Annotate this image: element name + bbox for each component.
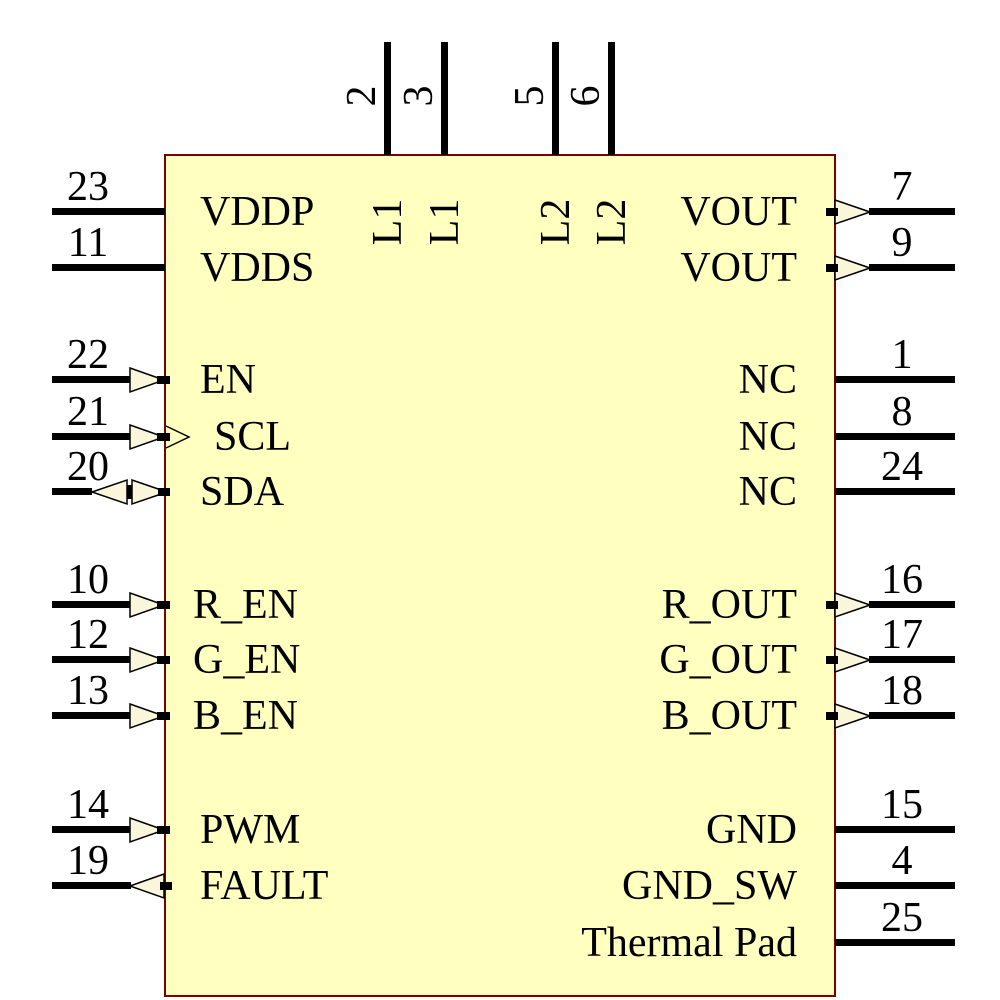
pin-wire	[52, 712, 131, 719]
pin-stub	[826, 656, 838, 664]
input-arrow-icon	[129, 423, 166, 451]
pin-wire	[835, 433, 955, 440]
pin-label-r-en: R_EN	[193, 582, 298, 628]
pin-stub	[158, 488, 170, 496]
pin-label-sda: SDA	[200, 469, 285, 515]
pin-wire	[52, 208, 165, 215]
pin-wire	[835, 939, 955, 946]
pin-number: 22	[67, 332, 109, 378]
pin-wire	[869, 601, 955, 608]
pin-wire	[52, 882, 131, 889]
pin-stub	[157, 656, 170, 664]
pin-number: 8	[891, 389, 913, 435]
pin-stub	[157, 433, 170, 441]
pin-number: 17	[881, 612, 923, 658]
pin-label-vddp: VDDP	[200, 189, 315, 235]
pin-label-l2b: L2	[589, 198, 635, 246]
pin-stub	[826, 601, 838, 609]
pin-label-gnd: GND	[706, 807, 797, 853]
pin-wire	[52, 433, 131, 440]
pin-number: 10	[67, 557, 109, 603]
pin-wire	[52, 601, 131, 608]
clock-chevron-icon	[165, 425, 191, 449]
pin-wire	[835, 376, 955, 383]
pin-label-r-out: R_OUT	[661, 582, 797, 628]
pin-wire	[608, 42, 615, 155]
pin-wire	[52, 656, 131, 663]
pin-wire	[835, 488, 955, 495]
input-arrow-icon	[129, 702, 166, 730]
output-arrow-icon	[834, 254, 871, 282]
pin-wire	[441, 42, 448, 155]
pin-wire	[52, 264, 165, 271]
pin-number: 23	[67, 164, 109, 210]
pin-number: 11	[67, 220, 109, 266]
pin-label-en: EN	[200, 357, 256, 403]
pin-label-vout2: VOUT	[680, 245, 797, 291]
pin-number: 2	[339, 85, 385, 107]
pin-number: 15	[881, 782, 923, 828]
pin-label-fault: FAULT	[200, 863, 329, 909]
pin-label-nc2: NC	[738, 414, 797, 460]
pin-number: 7	[891, 164, 913, 210]
pin-label-l1a: L1	[365, 198, 411, 246]
input-arrow-icon	[129, 591, 166, 619]
pin-wire	[869, 656, 955, 663]
pin-label-gnd-sw: GND_SW	[622, 863, 797, 909]
pin-number: 19	[67, 838, 109, 884]
pin-stub	[826, 264, 838, 272]
pin-number: 18	[881, 668, 923, 714]
pin-number: 25	[881, 895, 923, 941]
component-body	[164, 154, 836, 997]
bidirectional-arrow-icon	[90, 478, 168, 506]
input-arrow-icon	[129, 816, 166, 844]
pin-label-g-out: G_OUT	[659, 637, 797, 683]
pin-label-scl: SCL	[214, 414, 292, 460]
pin-number: 3	[396, 85, 442, 107]
pin-stub	[826, 208, 838, 216]
pin-label-l1b: L1	[422, 198, 468, 246]
pin-label-b-en: B_EN	[193, 693, 298, 739]
pin-wire	[869, 208, 955, 215]
pin-label-pwm: PWM	[200, 807, 301, 853]
pin-label-nc1: NC	[738, 357, 797, 403]
pin-number: 9	[891, 220, 913, 266]
input-arrow-icon	[129, 366, 166, 394]
pin-stub	[160, 882, 172, 890]
pin-stub	[826, 712, 838, 720]
input-arrow-icon	[129, 646, 166, 674]
pin-wire	[552, 42, 559, 155]
pin-label-g-en: G_EN	[193, 637, 301, 683]
pin-label-thermal-pad: Thermal Pad	[581, 920, 797, 966]
pin-number: 16	[881, 557, 923, 603]
pin-stub	[157, 601, 170, 609]
pin-stub	[157, 376, 170, 384]
pin-wire	[52, 826, 131, 833]
pin-number: 12	[67, 612, 109, 658]
pin-wire	[384, 42, 391, 155]
pin-number: 1	[891, 332, 913, 378]
pin-stub	[157, 712, 170, 720]
pin-label-nc3: NC	[738, 469, 797, 515]
pin-label-b-out: B_OUT	[661, 693, 797, 739]
pin-label-l2a: L2	[533, 198, 579, 246]
pin-number: 4	[891, 838, 913, 884]
pin-wire	[52, 488, 92, 495]
pin-number: 20	[67, 444, 109, 490]
pin-label-vout1: VOUT	[680, 189, 797, 235]
pin-number: 14	[67, 782, 109, 828]
pin-wire	[869, 712, 955, 719]
pin-number: 5	[507, 85, 553, 107]
pin-wire	[835, 826, 955, 833]
pin-stub	[157, 826, 170, 834]
pin-wire	[52, 376, 131, 383]
pin-wire	[835, 882, 955, 889]
pin-number: 6	[563, 85, 609, 107]
pin-number: 24	[881, 444, 923, 490]
pin-number: 13	[67, 668, 109, 714]
pin-label-vdds: VDDS	[200, 245, 315, 291]
output-arrow-icon	[834, 702, 871, 730]
pin-wire	[869, 264, 955, 271]
pin-number: 21	[67, 389, 109, 435]
